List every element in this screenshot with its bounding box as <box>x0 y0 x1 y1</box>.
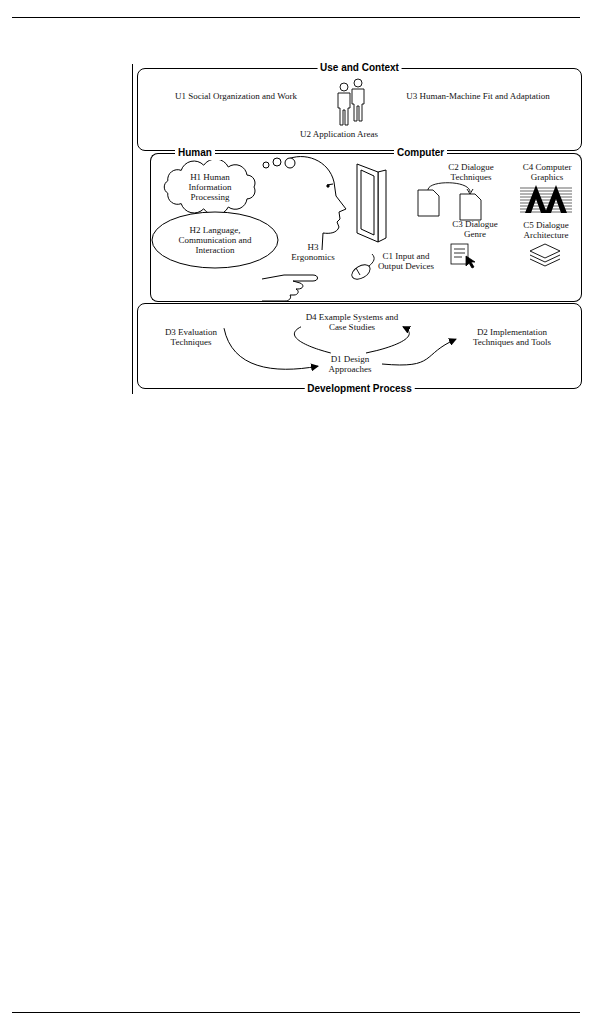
layer <box>530 244 560 258</box>
person-head <box>340 83 348 91</box>
monitor-icon <box>357 164 386 242</box>
monitor-front <box>357 164 378 242</box>
mouse-cable <box>369 254 374 266</box>
process-step: D3 Evaluation Techniques <box>158 326 224 348</box>
thought-bubble <box>285 158 295 168</box>
topic-label: C1 Input and Output Devices <box>372 250 440 272</box>
person-body <box>352 89 364 121</box>
flow-arrow <box>382 339 456 365</box>
layer <box>530 259 560 266</box>
human-panel: HumanH1 Human Information ProcessingH2 L… <box>150 153 350 302</box>
top-rule <box>12 17 580 18</box>
topic-label: U1 Social Organization and Work <box>146 89 326 103</box>
document <box>418 190 439 216</box>
topic-text: C3 Dialogue Genre <box>445 219 505 239</box>
mouse-button <box>356 268 360 275</box>
person-body <box>338 93 350 125</box>
monitor-screen <box>361 170 374 235</box>
topic-text: H3 Ergonomics <box>287 242 339 262</box>
topic-text: D1 Design Approaches <box>318 354 382 374</box>
topic-label: C5 Dialogue Architecture <box>515 219 577 241</box>
glyph-shape <box>545 185 567 213</box>
flow-arrow <box>294 327 330 353</box>
computer-panel: ComputerC2 Dialogue TechniquesC4 Compute… <box>350 153 582 302</box>
thought-bubble <box>273 158 281 166</box>
face-outline <box>286 157 346 250</box>
context-band: Use and ContextU1 Social Organization an… <box>137 68 582 151</box>
process-step: D4 Example Systems and Case Studies <box>301 310 403 334</box>
hand-shape <box>262 275 318 301</box>
margin-rule <box>132 64 133 394</box>
people-icon <box>338 79 364 125</box>
process-step: D2 Implementation Techniques and Tools <box>456 326 568 348</box>
topic-label: U3 Human-Machine Fit and Adaptation <box>378 89 578 103</box>
process-band: Development ProcessD4 Example Systems an… <box>137 303 582 389</box>
flow-arrow <box>366 327 409 353</box>
person-head <box>354 79 362 87</box>
form-lines <box>454 249 465 257</box>
graphics-icon <box>520 185 572 213</box>
section-title: Use and Context <box>317 62 402 74</box>
layers-icon <box>530 244 560 266</box>
topic-label: U2 Application Areas <box>284 127 394 141</box>
monitor-side <box>378 170 386 242</box>
process-step: D1 Design Approaches <box>318 353 382 375</box>
documents-icon <box>418 183 481 220</box>
topic-text: D4 Example Systems and Case Studies <box>301 312 403 332</box>
bottom-rule <box>12 1012 580 1013</box>
form-page <box>451 244 468 264</box>
arrow-head <box>467 189 473 194</box>
cursor <box>466 256 475 268</box>
topic-text: U1 Social Organization and Work <box>175 91 297 101</box>
topic-text: C4 Computer Graphics <box>516 162 578 182</box>
topic-text: U2 Application Areas <box>300 129 378 139</box>
topic-label: H3 Ergonomics <box>287 240 339 264</box>
topic-text: D2 Implementation Techniques and Tools <box>456 327 568 347</box>
topic-text: H2 Language, Communication and Interacti… <box>178 225 252 255</box>
glyph-shape <box>525 185 547 213</box>
ellipse-shape <box>152 212 278 268</box>
cloud-shape <box>164 160 255 214</box>
section-title: Development Process <box>304 383 415 395</box>
speech-ellipse: H2 Language, Communication and Interacti… <box>151 211 279 269</box>
page-rules <box>12 18 580 1013</box>
topic-label: C3 Dialogue Genre <box>445 218 505 240</box>
section-title: Human <box>175 147 215 159</box>
topic-text: C1 Input and Output Devices <box>372 251 440 271</box>
topic-text: C5 Dialogue Architecture <box>515 220 577 240</box>
topic-label: C2 Dialogue Techniques <box>439 161 503 183</box>
flow-arrow <box>224 328 318 369</box>
topic-text: U3 Human-Machine Fit and Adaptation <box>406 91 549 101</box>
mouse-icon <box>349 254 374 282</box>
topic-text: C2 Dialogue Techniques <box>439 162 503 182</box>
topic-text: H1 Human Information Processing <box>179 172 241 202</box>
eye-dot <box>327 185 329 187</box>
thought-bubble <box>263 162 269 168</box>
topic-text: D3 Evaluation Techniques <box>158 327 224 347</box>
hand-icon <box>262 275 318 301</box>
document <box>460 194 481 220</box>
thought-cloud: H1 Human Information Processing <box>161 160 259 214</box>
genre-icon <box>451 244 475 268</box>
transfer-arrow <box>428 183 470 192</box>
section-title: Computer <box>394 147 447 159</box>
topic-label: C4 Computer Graphics <box>516 161 578 183</box>
mouse-body <box>349 262 372 282</box>
